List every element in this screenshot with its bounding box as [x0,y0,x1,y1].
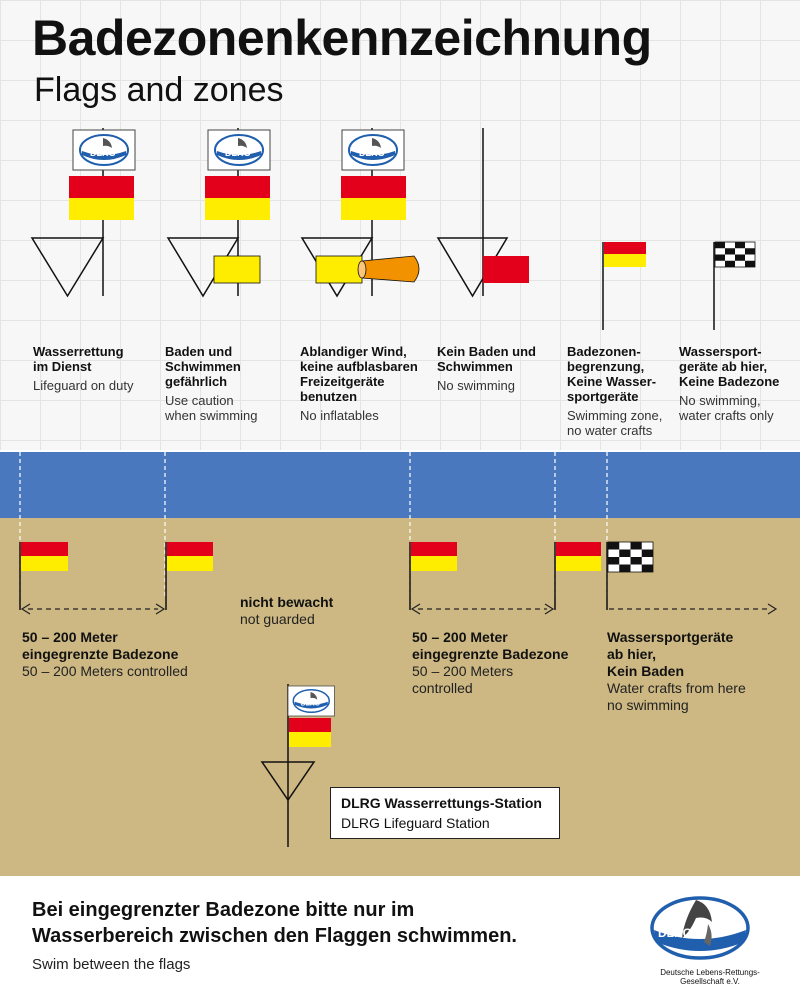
flag-desc-de: Ablandiger Wind, keine aufblasbaren Frei… [300,344,418,404]
organization-name: Deutsche Lebens-Rettungs- Gesellschaft e… [660,968,760,986]
station-label-de: DLRG Wasserrettungs-Station [341,795,542,811]
zone-unguarded-label: nicht bewacht not guarded [240,594,370,628]
flag-no-swimming-icon [436,128,529,298]
flag-desc-de: Wasserrettung im Dienst [33,344,124,374]
windsock-icon [361,255,420,283]
page-subtitle: Flags and zones [34,71,284,109]
flag-desc-swimming-zone: Badezonen- begrenzung, Keine Wasser- spo… [567,344,677,438]
beach-zone-diagram: DLRG [19,452,778,847]
footer-instruction-en: Swim between the flags [32,956,191,973]
flag-no-inflatables-icon: DLRG [300,128,420,298]
zone-flag-left-start-icon [19,542,68,610]
zone-flag-right-start-icon [409,542,457,610]
dlrg-logo-icon: DLRG [72,129,136,171]
flag-desc-en: No swimming [437,378,516,393]
dlrg-eagle-logo-icon: DLRG [650,896,750,960]
dlrg-logo-icon: DLRG [287,685,336,717]
flag-desc-no-swimming: Kein Baden und Schwimmen No swimming [437,344,562,393]
flag-lifeguard-on-duty-icon: DLRG [30,128,136,298]
lifeguard-station-flag-icon: DLRG [260,684,336,847]
svg-text:DLRG: DLRG [359,148,385,158]
zone-left-label: 50 – 200 Meter eingegrenzte Badezone 50 … [22,629,222,680]
flag-desc-de: Wassersport- geräte ab hier, Keine Badez… [679,344,780,389]
zone-right-label: 50 – 200 Meter eingegrenzte Badezone 50 … [412,629,597,697]
flag-desc-en: Swimming zone, no water crafts [567,408,663,438]
zone-label-de: 50 – 200 Meter eingegrenzte Badezone [22,629,179,662]
flag-legend-diagram: DLRG DLRG DLRG [30,128,756,330]
flag-desc-en: No swimming, water crafts only [679,393,774,423]
distance-arrows [20,603,778,615]
flag-use-caution-icon: DLRG [166,128,271,298]
zone-label-en: not guarded [240,611,315,627]
flag-desc-water-crafts: Wassersport- geräte ab hier, Keine Badez… [679,344,797,423]
flag-desc-use-caution: Baden und Schwimmen gefährlich Use cauti… [165,344,295,423]
footer-instruction: Bei eingegrenzter Badezone bitte nur im … [32,899,517,947]
flag-desc-en: Lifeguard on duty [33,378,134,393]
page-title: Badezonenkennzeichnung [32,10,652,66]
zone-flag-left-end-icon [165,542,213,610]
flag-desc-de: Baden und Schwimmen gefährlich [165,344,241,389]
flag-desc-de: Badezonen- begrenzung, Keine Wasser- spo… [567,344,657,404]
water-area [0,452,800,518]
flag-water-crafts-icon [713,241,756,330]
flag-desc-lifeguard-on-duty: Wasserrettung im Dienst Lifeguard on dut… [33,344,158,393]
zone-water-crafts-label: Wassersportgeräte ab hier, Kein Baden Wa… [607,629,797,714]
station-label-en: DLRG Lifeguard Station [341,815,490,831]
flag-desc-en: No inflatables [300,408,379,423]
zone-boundary-lines [19,452,608,597]
zone-label-de: Wassersportgeräte ab hier, Kein Baden [607,629,734,679]
flag-desc-de: Kein Baden und Schwimmen [437,344,536,374]
flag-swimming-zone-icon [602,242,646,330]
zone-label-en: 50 – 200 Meters controlled [412,663,514,696]
logo-lettering: DLRG [90,148,116,158]
flag-desc-en: Use caution when swimming [165,393,258,423]
logo-lettering: DLRG [658,926,692,940]
flag-desc-no-inflatables: Ablandiger Wind, keine aufblasbaren Frei… [300,344,440,423]
zone-label-de: nicht bewacht [240,594,334,610]
zone-label-en: Water crafts from here no swimming [607,680,746,713]
legend-background [0,0,800,450]
zone-label-en: 50 – 200 Meters controlled [22,663,188,679]
zone-flag-right-end-icon [554,542,601,610]
lifeguard-station-label: DLRG Wasserrettungs-Station DLRG Lifegua… [330,787,560,839]
svg-text:DLRG: DLRG [225,148,251,158]
zone-label-de: 50 – 200 Meter eingegrenzte Badezone [412,629,569,662]
zone-flag-water-crafts-icon [606,541,654,610]
svg-text:DLRG: DLRG [301,701,320,708]
